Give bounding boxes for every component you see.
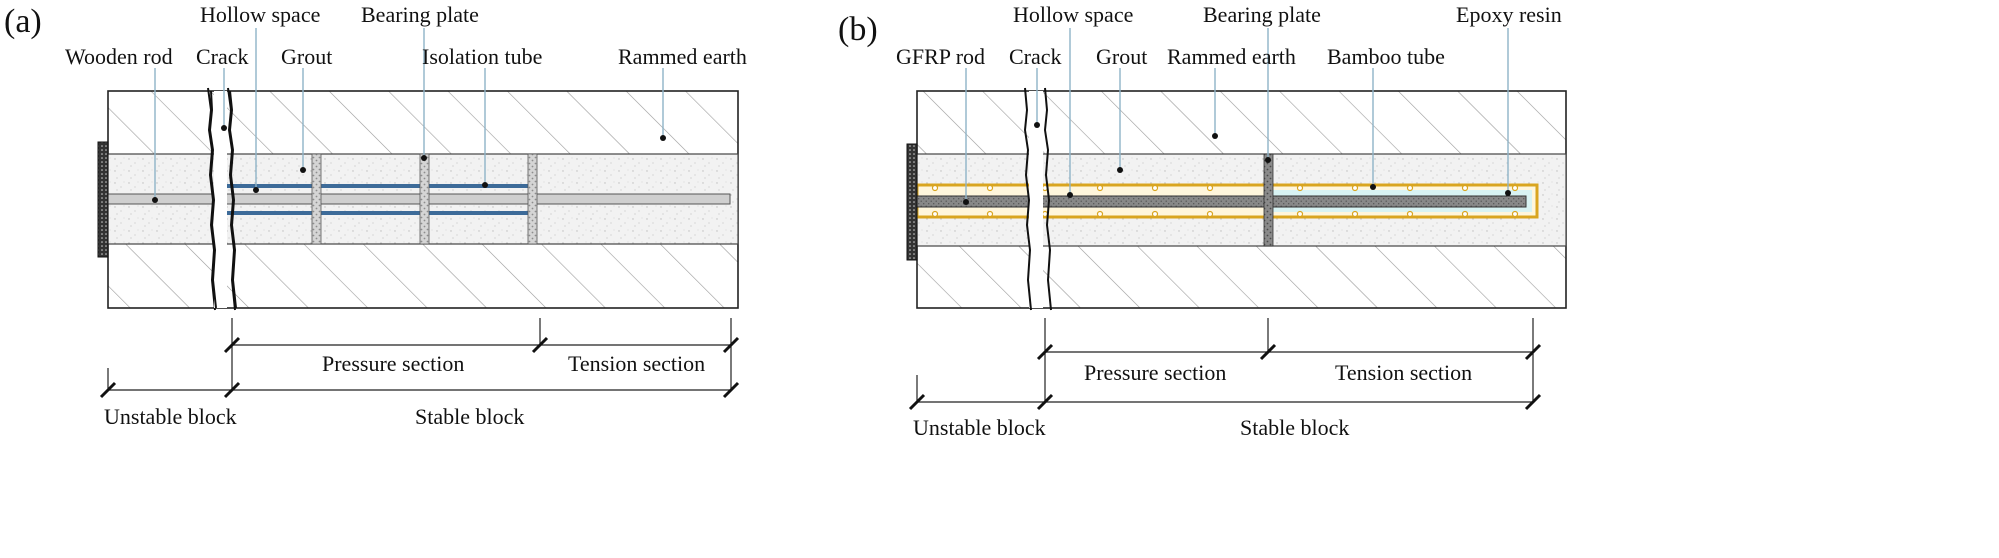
panel-a-leader-lines: [154, 28, 664, 200]
panel-a-dimension-ticks: [99, 336, 740, 399]
panel-b-gfrp-rod: [916, 195, 1527, 208]
panel-b-bamboo-holes: [931, 184, 1519, 218]
panel-a-pressure-section: Pressure section: [322, 351, 464, 376]
panel-a-unstable-block: Unstable block: [104, 404, 237, 429]
panel-a-label-bearing-plate: Bearing plate: [361, 2, 479, 27]
panel-a-dimension-lines: [107, 318, 732, 391]
panel-b-label-crack: Crack: [1009, 44, 1062, 69]
panel-b-anchor-head: [906, 143, 918, 261]
panel-a-bearing-plate-3: [527, 153, 538, 245]
panel-a-isolation-tube: [224, 184, 530, 215]
panel-b-pressure-section: Pressure section: [1084, 360, 1226, 385]
panel-b-crack-left: [1023, 87, 1032, 311]
panel-a-label-grout: Grout: [281, 44, 332, 69]
panel-b-leader-dots: [963, 122, 1511, 205]
panel-a-bearing-plate-1: [311, 153, 322, 245]
panel-b-dimension-lines: [916, 318, 1534, 403]
panel-a-label-crack: Crack: [196, 44, 249, 69]
panel-a-leader-dots: [152, 125, 666, 203]
panel-b-label-bearing-plate: Bearing plate: [1203, 2, 1321, 27]
panel-a-crack-gap: [214, 91, 227, 308]
panel-a-tag: (a): [4, 3, 42, 40]
panel-b-label-hollow-space: Hollow space: [1013, 2, 1133, 27]
panel-a-stable-block: Stable block: [415, 404, 524, 429]
panel-a: (a): [4, 2, 747, 429]
panel-a-label-rammed-earth: Rammed earth: [618, 44, 747, 69]
panel-b-leader-lines: [965, 28, 1509, 202]
panel-b-stable-block: Stable block: [1240, 415, 1349, 440]
panel-b-label-gfrp-rod: GFRP rod: [896, 44, 985, 69]
panel-a-tension-section: Tension section: [568, 351, 705, 376]
panel-b-label-bamboo-tube: Bamboo tube: [1327, 44, 1445, 69]
panel-b-crack-gap: [1029, 91, 1043, 308]
panel-b-tag: (b): [838, 11, 878, 48]
panel-b-unstable-block: Unstable block: [913, 415, 1046, 440]
panel-a-wooden-rod: [107, 193, 731, 205]
panel-b-bearing-plate: [1263, 153, 1274, 247]
panel-b-label-rammed-earth: Rammed earth: [1167, 44, 1296, 69]
panel-b-dimension-ticks: [908, 343, 1542, 411]
panel-a-label-isolation-tube: Isolation tube: [422, 44, 542, 69]
panel-b-tension-section: Tension section: [1335, 360, 1472, 385]
panel-a-label-hollow-space: Hollow space: [200, 2, 320, 27]
panel-a-bearing-plate-2: [419, 153, 430, 245]
panel-a-anchor-head: [97, 141, 109, 258]
panel-b-crack-right: [1043, 87, 1052, 311]
panel-b-label-grout: Grout: [1096, 44, 1147, 69]
panel-b: (b): [838, 2, 1567, 440]
panel-b-label-epoxy-resin: Epoxy resin: [1456, 2, 1562, 27]
panel-a-label-wooden-rod: Wooden rod: [65, 44, 173, 69]
